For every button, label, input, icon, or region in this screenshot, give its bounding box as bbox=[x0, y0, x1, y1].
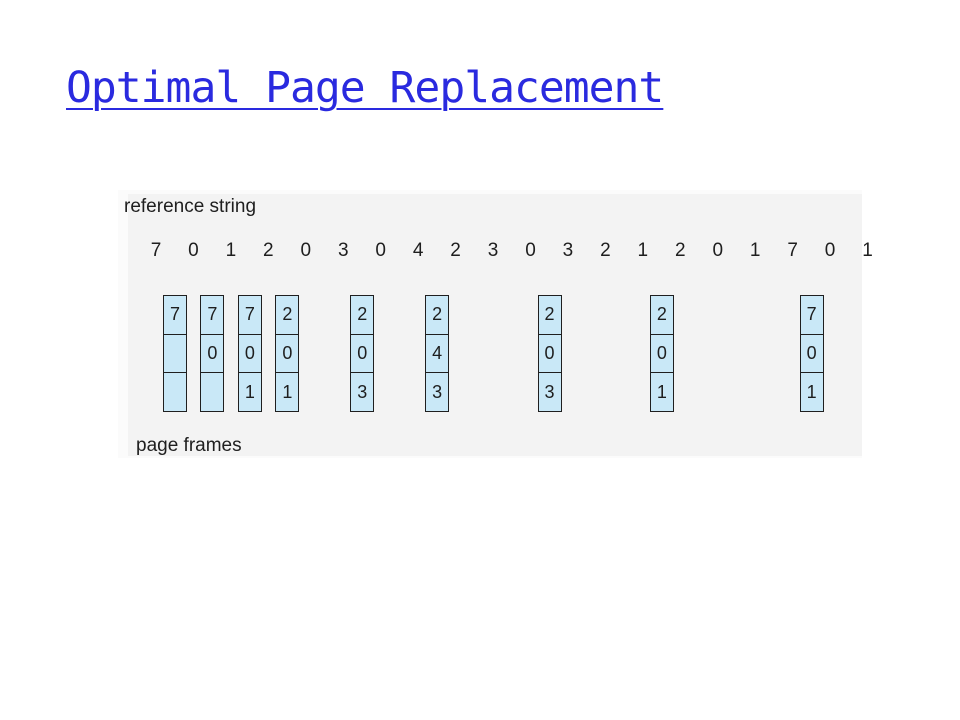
reference-number: 7 bbox=[787, 240, 798, 261]
frame-cell: 2 bbox=[426, 296, 449, 335]
slide-title: Optimal Page Replacement bbox=[66, 63, 664, 113]
reference-number: 4 bbox=[412, 240, 424, 261]
reference-number: 2 bbox=[600, 240, 611, 261]
frame-cell bbox=[164, 373, 186, 411]
reference-number: 0 bbox=[824, 240, 836, 261]
frame-cell: 4 bbox=[426, 335, 449, 374]
frame-cell: 0 bbox=[650, 335, 673, 374]
reference-number: 1 bbox=[862, 240, 873, 261]
frame-cell: 1 bbox=[806, 381, 817, 402]
page-frames-label: page frames bbox=[136, 435, 242, 456]
frame-cell: 0 bbox=[201, 335, 224, 374]
frame-cell: 0 bbox=[800, 335, 823, 374]
frame-cell: 1 bbox=[244, 381, 255, 402]
reference-number: 0 bbox=[525, 240, 536, 261]
page-replacement-figure bbox=[118, 190, 862, 458]
frame-cell bbox=[201, 373, 223, 411]
frame-cell: 2 bbox=[276, 296, 299, 335]
reference-number: 3 bbox=[562, 240, 574, 261]
frame-cell: 2 bbox=[351, 296, 374, 335]
frame-cell: 7 bbox=[238, 296, 261, 335]
reference-string-label: reference string bbox=[124, 196, 257, 217]
frame-cell: 3 bbox=[357, 381, 368, 402]
reference-number: 1 bbox=[637, 240, 649, 261]
frame-cell: 1 bbox=[282, 381, 293, 402]
reference-number: 0 bbox=[712, 240, 724, 261]
reference-number: 0 bbox=[300, 240, 312, 261]
reference-number: 1 bbox=[749, 240, 761, 261]
reference-number: 0 bbox=[375, 240, 386, 261]
frame-cell: 3 bbox=[432, 381, 443, 402]
frame-cell: 3 bbox=[544, 381, 555, 402]
frame-cell: 0 bbox=[276, 335, 299, 374]
frame-cell: 2 bbox=[650, 296, 673, 335]
reference-number: 7 bbox=[150, 240, 162, 261]
frame-cell: 7 bbox=[164, 296, 186, 335]
frame-cell: 0 bbox=[238, 335, 261, 374]
reference-number: 2 bbox=[450, 240, 461, 261]
reference-number: 1 bbox=[225, 240, 237, 261]
frame-cell: 0 bbox=[538, 335, 561, 374]
frame-snapshot: 7 bbox=[163, 295, 187, 412]
frame-cell: 1 bbox=[656, 381, 667, 402]
frame-cell: 7 bbox=[800, 296, 823, 335]
frame-cell: 7 bbox=[201, 296, 224, 335]
reference-number: 0 bbox=[188, 240, 199, 261]
reference-number: 2 bbox=[263, 240, 274, 261]
reference-number: 2 bbox=[675, 240, 686, 261]
reference-number: 3 bbox=[337, 240, 349, 261]
frame-cell: 0 bbox=[351, 335, 374, 374]
frame-cell: 2 bbox=[538, 296, 561, 335]
frame-cell bbox=[164, 335, 186, 374]
reference-number: 3 bbox=[487, 240, 499, 261]
